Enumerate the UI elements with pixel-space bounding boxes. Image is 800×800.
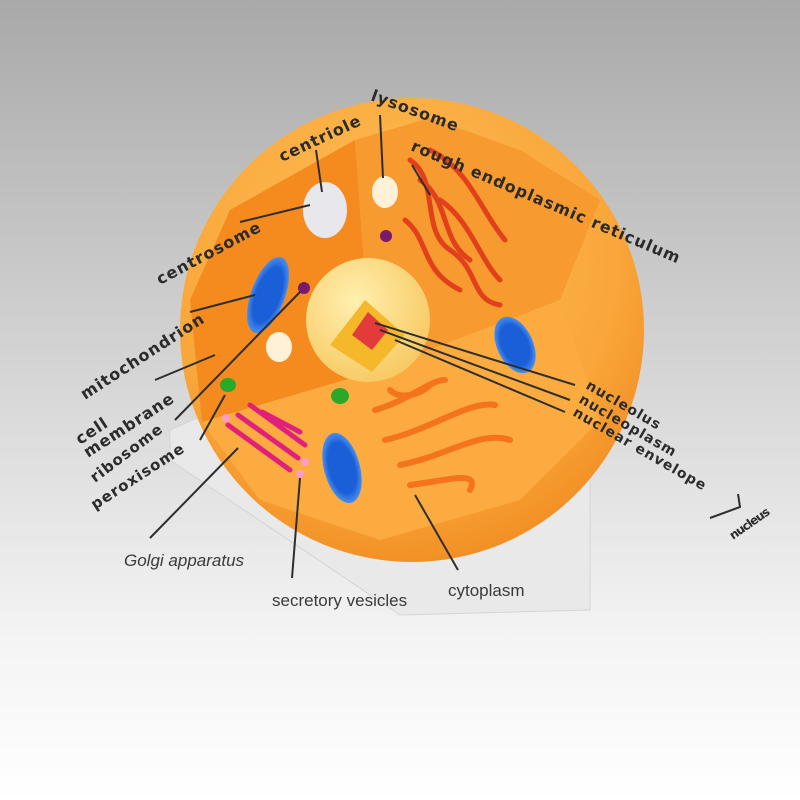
rough-er [402,147,508,308]
peroxisome [331,388,349,404]
smooth-er [372,377,513,493]
lysosome-2 [266,332,292,362]
peroxisome [220,378,236,392]
leader-lines [149,114,742,579]
cut-face-bottom [202,300,600,540]
mitochondrion [322,432,362,504]
ribosome-cluster [380,230,392,242]
nucleolus [352,312,388,350]
golgi-apparatus [225,402,308,473]
mitochondrion [246,256,290,334]
label-secretory-vesicles: secretory vesicles [272,591,407,610]
secretory-vesicles [222,414,309,478]
label-golgi-apparatus: Golgi apparatus [124,551,245,570]
ribosome-cluster [298,282,310,294]
label-cytoplasm: cytoplasm [448,581,525,600]
lysosome [372,176,398,208]
mitochondrion [494,316,536,374]
centriole [303,182,347,238]
